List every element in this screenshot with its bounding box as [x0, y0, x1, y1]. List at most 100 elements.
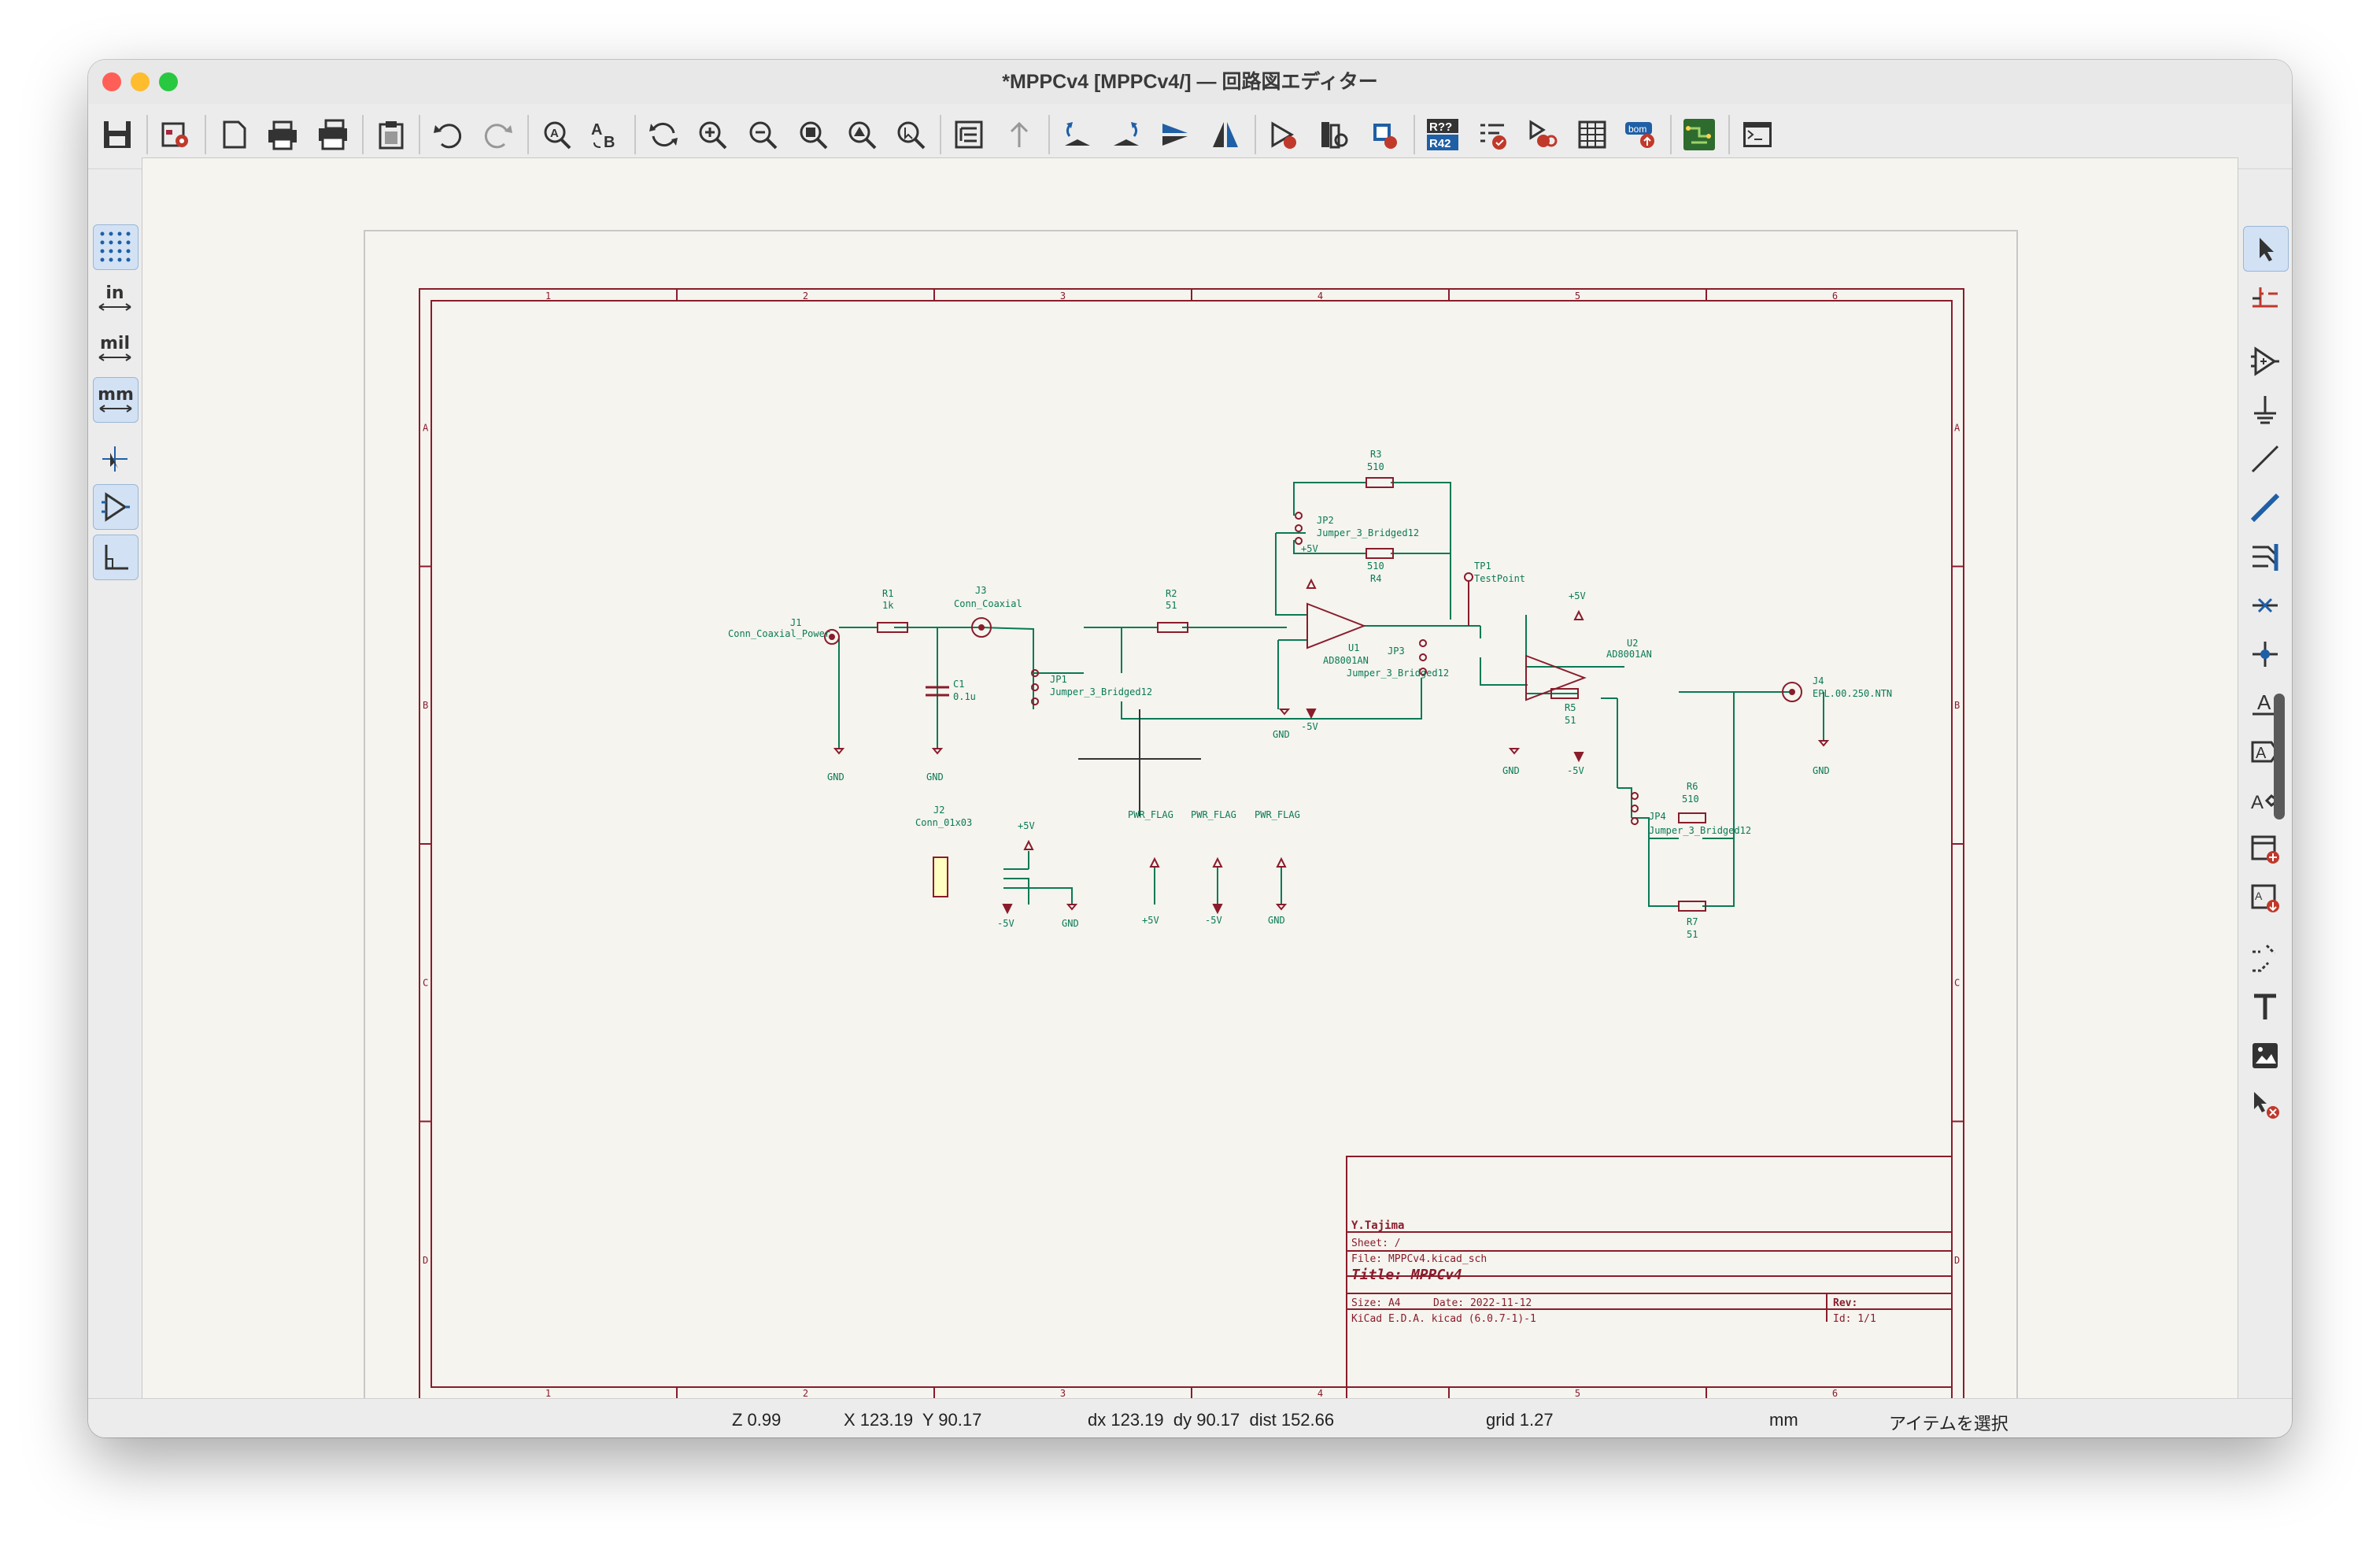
find-icon[interactable]: A — [535, 113, 578, 156]
border-col-label: 4 — [1318, 290, 1323, 302]
page-settings-icon[interactable] — [213, 113, 255, 156]
tb-id: Id: 1/1 — [1833, 1313, 1876, 1325]
coax-j1 — [824, 629, 840, 645]
unit-inch-button[interactable]: in — [93, 276, 137, 320]
grid-icon[interactable] — [93, 224, 139, 270]
add-bus-icon[interactable] — [2243, 486, 2287, 530]
symbol-editor-icon[interactable] — [1262, 113, 1305, 156]
u2-ref: U2 — [1627, 638, 1638, 649]
add-power-icon[interactable] — [2243, 388, 2287, 432]
annotate-icon[interactable]: R??R42 — [1421, 113, 1464, 156]
close-window-button[interactable] — [102, 72, 121, 91]
resistor-r6 — [1678, 812, 1706, 823]
r2-ref: R2 — [1166, 588, 1177, 599]
tb-file: File: MPPCv4.kicad_sch — [1351, 1253, 1487, 1265]
undo-icon[interactable] — [427, 113, 469, 156]
svg-text:B: B — [604, 134, 615, 150]
status-mode: アイテムを選択 — [1889, 1414, 2009, 1434]
minimize-window-button[interactable] — [131, 72, 150, 91]
refresh-icon[interactable] — [642, 113, 685, 156]
import-sheet-pin-icon[interactable]: A — [2243, 876, 2287, 920]
orthogonal-wire-icon[interactable] — [93, 535, 139, 580]
select-icon[interactable] — [2243, 226, 2289, 272]
add-symbol-icon[interactable] — [2243, 339, 2287, 383]
print-icon[interactable] — [261, 113, 304, 156]
window-title: *MPPCv4 [MPPCv4/] — 回路図エディター — [1002, 71, 1378, 93]
zoom-out-icon[interactable] — [741, 113, 784, 156]
graphic-lines-icon[interactable] — [2243, 936, 2287, 980]
plot-icon[interactable] — [312, 113, 354, 156]
edit-fields-icon[interactable] — [1571, 113, 1613, 156]
zoom-fit-icon[interactable] — [792, 113, 834, 156]
pcb-editor-icon[interactable] — [1678, 113, 1720, 156]
image-icon[interactable] — [2243, 1034, 2287, 1078]
tb-size: Size: A4 — [1351, 1297, 1401, 1309]
wire-to-bus-entry-icon[interactable] — [2243, 535, 2287, 579]
add-wire-icon[interactable] — [2243, 437, 2287, 481]
jp2-value: Jumper_3_Bridged12 — [1317, 527, 1419, 538]
unit-inch-label: in — [105, 283, 124, 303]
text-icon[interactable] — [2243, 985, 2287, 1029]
status-delta: dx 123.19 dy 90.17 dist 152.66 — [1088, 1410, 1335, 1430]
mirror-vertical-icon[interactable] — [1154, 113, 1196, 156]
leave-sheet-icon[interactable] — [998, 113, 1040, 156]
zoom-objects-icon[interactable] — [841, 113, 883, 156]
border-row-label: C — [423, 977, 428, 988]
zoom-window-button[interactable] — [159, 72, 178, 91]
rotate-ccw-icon[interactable] — [1056, 113, 1099, 156]
svg-text:A: A — [2255, 890, 2263, 902]
schematic-setup-icon[interactable] — [154, 113, 197, 156]
bom-icon[interactable]: bom — [1620, 113, 1662, 156]
save-icon[interactable] — [96, 113, 139, 156]
symbol-browser-icon[interactable] — [1313, 113, 1355, 156]
capacitor-c1 — [926, 686, 949, 697]
p5v-label-1: +5V — [1142, 915, 1159, 926]
erc-icon[interactable] — [1472, 113, 1514, 156]
unit-mil-button[interactable]: mil — [93, 327, 137, 371]
rotate-cw-icon[interactable] — [1105, 113, 1148, 156]
no-connect-icon[interactable] — [2243, 583, 2287, 627]
m5v-label-3: -5V — [1567, 765, 1584, 776]
gnd-label-3: GND — [926, 771, 944, 783]
svg-text:R42: R42 — [1429, 137, 1451, 150]
junction-icon[interactable] — [2243, 632, 2287, 676]
redo-icon[interactable] — [477, 113, 519, 156]
gnd-label-6: GND — [1813, 765, 1830, 776]
j2-value: Conn_01x03 — [915, 817, 972, 828]
border-col-label: 2 — [803, 1388, 808, 1399]
status-bar: Z 0.99 X 123.19 Y 90.17 dx 123.19 dy 90.… — [88, 1398, 2292, 1437]
zoom-selection-icon[interactable] — [889, 113, 932, 156]
full-cursor-icon[interactable] — [93, 437, 137, 481]
j3-value: Conn_Coaxial — [954, 598, 1022, 609]
j2-ref: J2 — [933, 805, 944, 816]
gnd-label-1: GND — [1268, 915, 1285, 926]
border-row-label: D — [1954, 1255, 1960, 1266]
components — [824, 477, 1802, 912]
paste-icon[interactable] — [370, 113, 412, 156]
hierarchy-navigator-icon[interactable] — [948, 113, 990, 156]
scripting-console-icon[interactable] — [1736, 113, 1779, 156]
zoom-in-icon[interactable] — [691, 113, 734, 156]
jumper-jp2 — [1295, 512, 1303, 546]
jp4-value: Jumper_3_Bridged12 — [1649, 825, 1751, 836]
r7-value: 51 — [1687, 929, 1698, 940]
add-sheet-icon[interactable] — [2243, 827, 2287, 871]
border-row-label: C — [1954, 977, 1960, 988]
delete-icon[interactable] — [2243, 1082, 2287, 1127]
c1-value: 0.1u — [953, 691, 976, 702]
highlight-net-icon[interactable] — [2243, 276, 2287, 320]
hidden-pins-icon[interactable] — [93, 484, 139, 530]
m5v-label-1: -5V — [1205, 915, 1222, 926]
jp1-value: Jumper_3_Bridged12 — [1050, 686, 1152, 697]
footprint-editor-icon[interactable] — [1363, 113, 1406, 156]
testpoint-tp1 — [1464, 572, 1473, 582]
assign-footprints-icon[interactable] — [1521, 113, 1563, 156]
vertical-scrollbar[interactable] — [2274, 694, 2285, 820]
unit-mm-button[interactable]: mm — [93, 377, 139, 423]
mirror-horizontal-icon[interactable] — [1204, 113, 1247, 156]
tb-date: Date: 2022-11-12 — [1433, 1297, 1532, 1309]
net-label-icon[interactable]: A — [2243, 681, 2287, 725]
